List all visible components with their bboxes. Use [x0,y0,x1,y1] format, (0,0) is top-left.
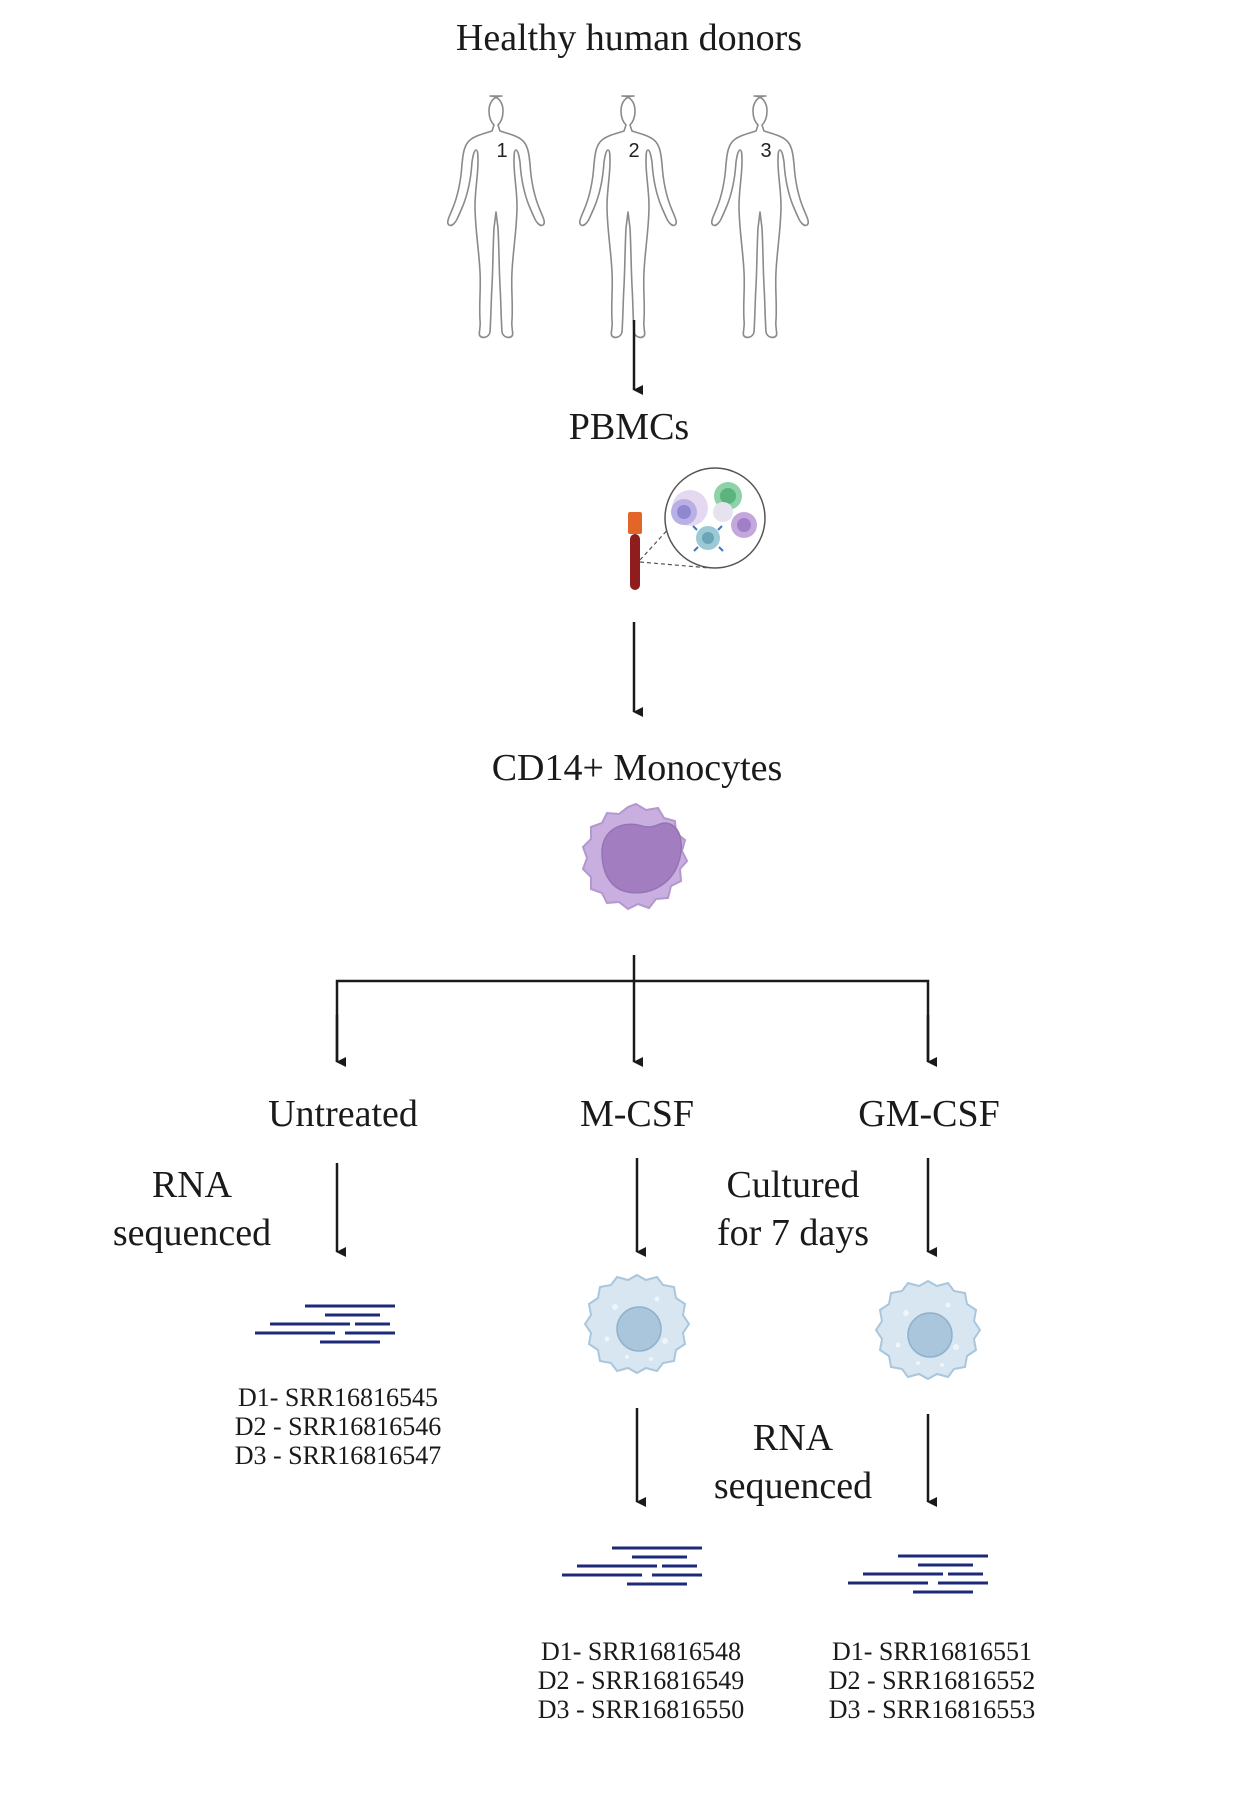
cultured-line2: for 7 days [717,1212,869,1254]
branch-connector [335,955,937,1067]
human-figure-icon [578,95,678,339]
monocytes-label: CD14+ Monocytes [492,747,783,789]
branch-untreated-label: Untreated [268,1093,418,1135]
pbmc-label: PBMCs [569,406,689,448]
human-figure-icon [446,95,546,339]
donor-figure-3: 3 [710,95,810,339]
macrophage-cell-icon [875,1280,981,1380]
monocyte-cell-icon [581,802,689,911]
sequence-reads-icon [560,1546,704,1586]
accession-mcsf-d1: D1- SRR16816548 [541,1637,741,1666]
accession-gmcsf-d2: D2 - SRR16816552 [829,1666,1036,1695]
accession-gmcsf-d3: D3 - SRR16816553 [829,1695,1036,1724]
branch-mcsf-label: M-CSF [580,1093,694,1135]
sequence-reads-icon [846,1554,990,1594]
accession-untreated-d3: D3 - SRR16816547 [235,1441,442,1470]
donor-figure-2: 2 [578,95,678,339]
rna-sequenced-right-line1: RNA [753,1417,834,1459]
blood-tube-icon [628,512,642,590]
accession-mcsf-d3: D3 - SRR16816550 [538,1695,745,1724]
rna-sequenced-left-line2: sequenced [113,1212,271,1254]
accession-untreated-d2: D2 - SRR16816546 [235,1412,442,1441]
pbmc-magnifier-icon [639,467,766,569]
donor-number-3: 3 [760,140,771,162]
accession-mcsf-d2: D2 - SRR16816549 [538,1666,745,1695]
accession-untreated-d1: D1- SRR16816545 [238,1383,438,1412]
donor-number-1: 1 [496,140,507,162]
sequence-reads-icon [253,1304,397,1344]
cultured-line1: Cultured [727,1164,860,1206]
donor-number-2: 2 [628,140,639,162]
accession-gmcsf-d1: D1- SRR16816551 [832,1637,1032,1666]
rna-sequenced-left-line1: RNA [152,1164,233,1206]
macrophage-cell-icon [584,1274,690,1374]
human-figure-icon [710,95,810,339]
donor-figure-1: 1 [446,95,546,339]
rna-sequenced-right-line2: sequenced [714,1465,872,1507]
branch-gmcsf-label: GM-CSF [858,1093,1000,1135]
donors-title: Healthy human donors [456,17,802,59]
